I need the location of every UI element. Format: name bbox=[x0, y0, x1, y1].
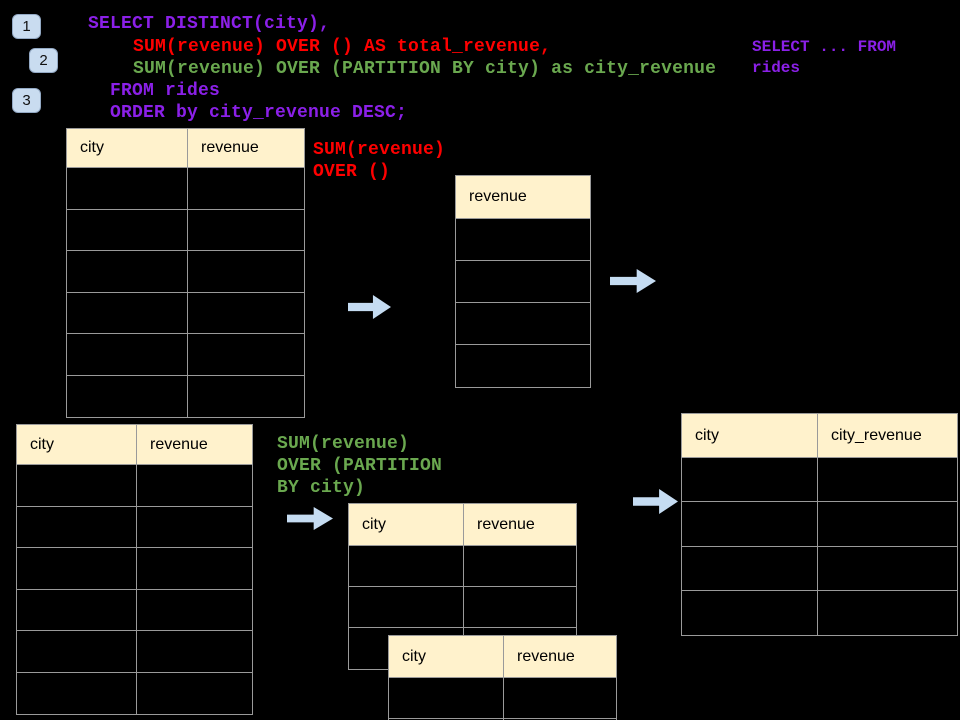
table-cell bbox=[67, 168, 188, 210]
table-cell bbox=[456, 303, 590, 345]
arrow-right-icon bbox=[348, 295, 391, 319]
table-cell bbox=[682, 458, 818, 503]
table-cell bbox=[17, 548, 137, 590]
table-cell bbox=[188, 376, 304, 418]
arrow-right-icon bbox=[633, 489, 678, 514]
table-cell bbox=[188, 293, 304, 334]
table-cell bbox=[67, 209, 188, 251]
table-cell bbox=[464, 587, 576, 628]
table-cell bbox=[456, 345, 590, 387]
table-cell bbox=[67, 375, 188, 417]
column-header: city bbox=[349, 504, 464, 546]
column-header: revenue bbox=[456, 176, 590, 219]
table-cell bbox=[818, 458, 957, 503]
column-header: city bbox=[682, 414, 818, 458]
column-header: revenue bbox=[464, 504, 576, 546]
table-cell bbox=[349, 587, 464, 628]
table-cell bbox=[456, 219, 590, 261]
column-header: city bbox=[67, 129, 188, 168]
arrow-right-icon bbox=[610, 269, 656, 293]
sql-line-total-revenue: SUM(revenue) OVER () AS total_revenue, bbox=[133, 37, 552, 57]
table-cell bbox=[67, 251, 188, 293]
table-cell bbox=[17, 589, 137, 631]
table-cell bbox=[682, 546, 818, 591]
table-cell bbox=[818, 591, 957, 635]
step-badge-3: 3 bbox=[12, 88, 41, 113]
table-cell bbox=[682, 502, 818, 547]
table-cell bbox=[137, 673, 252, 715]
table-cell bbox=[67, 292, 188, 334]
table-cell bbox=[188, 334, 304, 376]
table-cell bbox=[17, 631, 137, 673]
arrow-right-icon bbox=[287, 507, 333, 530]
total-revenue-result-table: revenue bbox=[455, 175, 591, 388]
table-cell bbox=[818, 547, 957, 591]
table-cell bbox=[17, 465, 137, 507]
table-cell bbox=[67, 334, 188, 376]
table-cell bbox=[188, 168, 304, 210]
sql-line-select: SELECT DISTINCT(city), bbox=[88, 14, 331, 34]
column-header: revenue bbox=[137, 425, 252, 465]
step-badge-1: 1 bbox=[12, 14, 41, 39]
table-cell bbox=[682, 590, 818, 635]
table-cell bbox=[137, 507, 252, 548]
sql-line-order-by: ORDER by city_revenue DESC; bbox=[110, 103, 408, 123]
column-header: city bbox=[17, 425, 137, 465]
table-cell bbox=[389, 678, 504, 719]
column-header: city bbox=[389, 636, 504, 678]
table-cell bbox=[17, 672, 137, 714]
table-cell bbox=[17, 506, 137, 548]
table-cell bbox=[504, 678, 616, 719]
sql-line-from: FROM rides bbox=[110, 81, 221, 101]
sum-over-partition-annotation: SUM(revenue) OVER (PARTITION BY city) bbox=[277, 434, 443, 498]
step-badge-2: 2 bbox=[29, 48, 58, 73]
table-cell bbox=[137, 548, 252, 590]
table-cell bbox=[818, 502, 957, 547]
sum-over-annotation: SUM(revenue) OVER () bbox=[313, 140, 446, 182]
table-cell bbox=[464, 546, 576, 587]
table-cell bbox=[137, 465, 252, 507]
table-cell bbox=[349, 546, 464, 587]
column-header: revenue bbox=[188, 129, 304, 168]
table-cell bbox=[137, 590, 252, 631]
column-header: city_revenue bbox=[818, 414, 957, 458]
column-header: revenue bbox=[504, 636, 616, 678]
select-from-rides-note: SELECT ... FROM rides bbox=[752, 38, 897, 77]
table-cell bbox=[188, 210, 304, 251]
table-cell bbox=[137, 631, 252, 673]
table-cell bbox=[456, 261, 590, 303]
table-cell bbox=[188, 251, 304, 293]
sql-line-city-revenue: SUM(revenue) OVER (PARTITION BY city) as… bbox=[133, 59, 717, 79]
